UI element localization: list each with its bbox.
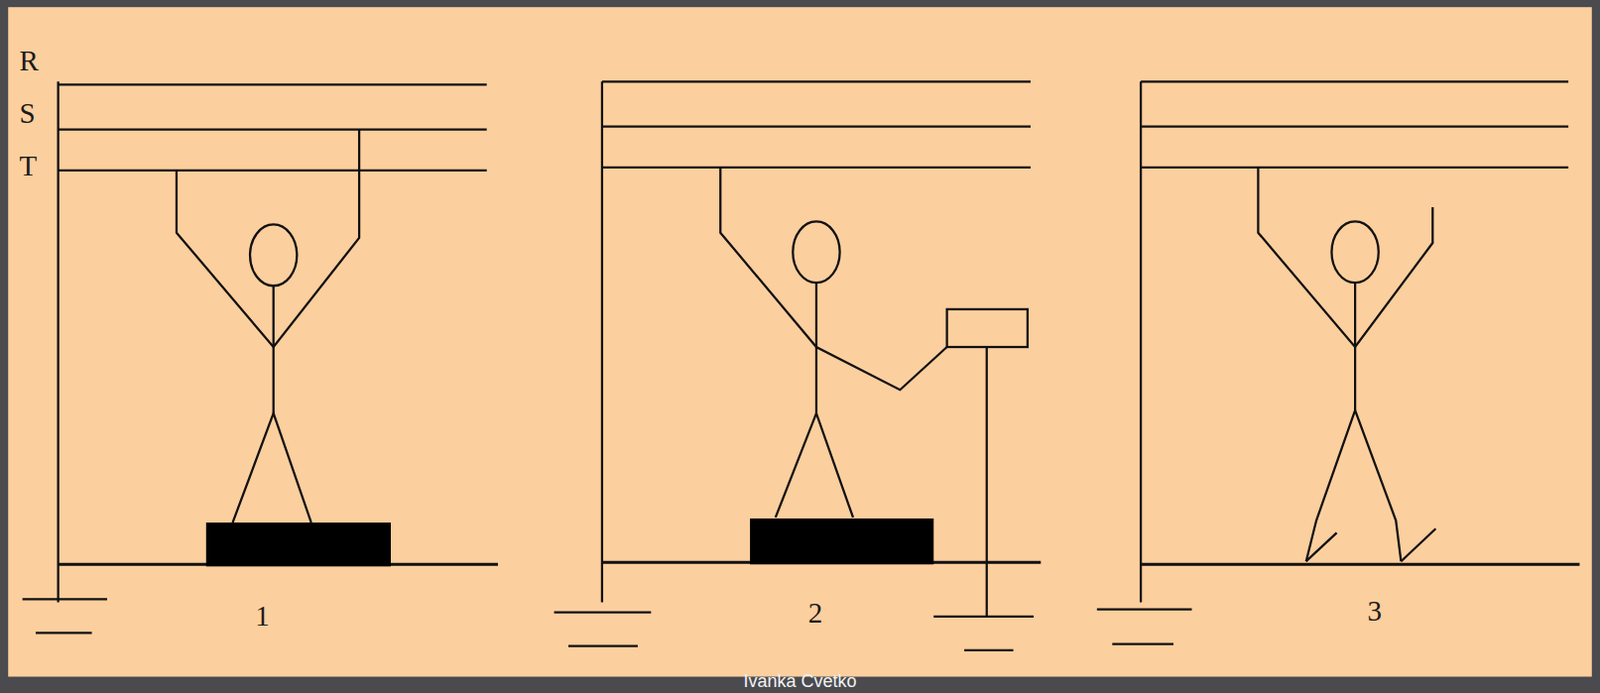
panel-three — [1097, 81, 1581, 644]
watermark: Ivanka Cvetko — [742, 672, 857, 691]
panel-one — [22, 81, 498, 633]
phase-label: R — [19, 46, 39, 76]
panel-number: 2 — [808, 599, 824, 628]
panel-number: 1 — [254, 602, 270, 631]
panel-number: 3 — [1366, 597, 1382, 626]
phase-label: S — [19, 99, 36, 128]
phase-label: T — [19, 151, 38, 181]
panel-two — [554, 81, 1042, 650]
background-panel — [7, 6, 1593, 677]
